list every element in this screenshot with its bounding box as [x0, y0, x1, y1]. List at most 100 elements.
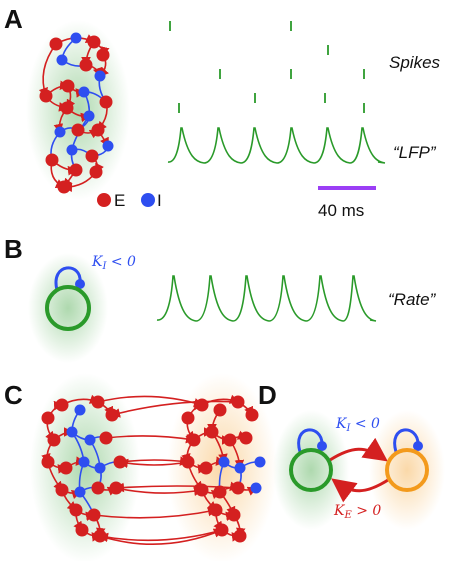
excitatory-neuron	[89, 165, 103, 179]
excitatory-neuron	[85, 149, 99, 163]
self-inhibition-loop-d-right	[393, 428, 420, 453]
inhibitory-neuron	[94, 462, 106, 474]
excitatory-neuron	[91, 123, 105, 137]
inhibitory-neuron	[250, 482, 262, 494]
excitatory-neuron	[199, 461, 213, 475]
excitatory-neuron	[231, 395, 245, 409]
excitatory-neuron	[45, 153, 59, 167]
inhibitory-neuron	[74, 404, 86, 416]
excitatory-neuron	[87, 508, 101, 522]
excitatory-neuron	[195, 483, 209, 497]
inhibitory-neuron	[66, 426, 78, 438]
legend-i-dot	[141, 193, 155, 207]
population-circle-d-right	[385, 448, 429, 492]
excitatory-neuron	[209, 503, 223, 517]
panel-b: B KI < 0 “Rate”	[4, 234, 437, 363]
excitatory-synapse	[115, 486, 204, 497]
inhibitory-terminal-b	[75, 279, 85, 289]
excitatory-neuron	[195, 398, 209, 412]
panel-a: A Spikes “LFP” 40 ms E I	[4, 4, 441, 220]
excitatory-neuron	[99, 95, 113, 109]
excitation-label-d: KE > 0	[333, 503, 381, 521]
excitatory-synapse	[93, 506, 218, 519]
excitatory-neuron	[55, 483, 69, 497]
excitatory-neuron	[55, 398, 69, 412]
spikes-label: Spikes	[389, 53, 441, 72]
excitatory-neuron	[109, 481, 123, 495]
inhibitory-neuron	[70, 32, 82, 44]
inhibitory-neuron	[56, 54, 68, 66]
panel-letter-b: B	[4, 234, 23, 264]
excitatory-neuron	[227, 508, 241, 522]
excitatory-neuron	[41, 455, 55, 469]
inhibitory-neuron	[54, 126, 66, 138]
inhibitory-neuron	[254, 456, 266, 468]
excitatory-synapse	[98, 529, 223, 543]
excitatory-neuron	[231, 481, 245, 495]
panel-letter-c: C	[4, 380, 23, 410]
inhibitory-neuron	[94, 70, 106, 82]
excitatory-neuron	[205, 425, 219, 439]
legend-e-dot	[97, 193, 111, 207]
scale-bar-label: 40 ms	[318, 201, 364, 220]
population-circle-b	[45, 285, 91, 331]
excitatory-neuron	[87, 35, 101, 49]
excitatory-synapse	[114, 482, 239, 493]
excitatory-neuron	[49, 37, 63, 51]
inhibitory-neuron	[66, 144, 78, 156]
self-coupling-label-b: KI < 0	[91, 254, 136, 272]
excitatory-neuron	[187, 433, 201, 447]
excitatory-neuron	[57, 180, 71, 194]
inhibitory-neuron	[234, 462, 246, 474]
excitatory-neuron	[93, 529, 107, 543]
inhibitory-neuron	[84, 434, 96, 446]
excitatory-synapse	[99, 528, 224, 545]
inhibition-label-d: KI < 0	[335, 416, 380, 434]
excitatory-neuron	[181, 411, 195, 425]
excitatory-neuron	[91, 481, 105, 495]
lfp-label: “LFP”	[393, 143, 437, 162]
legend-e-label: E	[114, 191, 125, 210]
panel-c: C	[4, 373, 277, 561]
legend-i-label: I	[157, 191, 162, 210]
excitatory-neuron	[223, 433, 237, 447]
excitatory-neuron	[47, 433, 61, 447]
lfp-trace	[167, 127, 386, 164]
inhibitory-terminal-d-right	[413, 441, 423, 451]
inhibitory-neuron	[102, 140, 114, 152]
excitatory-neuron	[39, 89, 53, 103]
excitatory-neuron	[213, 485, 227, 499]
excitatory-neuron	[59, 461, 73, 475]
inhibitory-neuron	[83, 110, 95, 122]
excitatory-synapse	[110, 400, 239, 418]
population-halo-d-right	[369, 410, 445, 530]
inhibitory-neuron	[78, 456, 90, 468]
spike-raster	[169, 21, 365, 113]
network-c	[41, 394, 266, 545]
excitatory-neuron	[75, 523, 89, 537]
excitatory-neuron	[69, 163, 83, 177]
excitatory-neuron	[99, 431, 113, 445]
excitatory-neuron	[41, 411, 55, 425]
excitatory-neuron	[91, 395, 105, 409]
self-inhibition-loop-d-left	[297, 428, 324, 453]
inhibitory-neuron	[78, 86, 90, 98]
excitatory-neuron	[61, 79, 75, 93]
excitatory-neuron	[96, 48, 110, 62]
self-inhibition-loop-b	[54, 266, 82, 291]
inhibitory-neuron	[74, 486, 86, 498]
excitatory-neuron	[69, 503, 83, 517]
network-a	[38, 32, 114, 194]
excitatory-neuron	[79, 58, 93, 72]
population-circle-d-left	[289, 448, 333, 492]
excitatory-neuron	[245, 408, 259, 422]
rate-label: “Rate”	[388, 290, 437, 309]
excitatory-arrow-right-to-left	[331, 478, 389, 503]
excitatory-neuron	[213, 403, 227, 417]
excitatory-neuron	[113, 455, 127, 469]
excitatory-neuron	[239, 431, 253, 445]
panel-letter-a: A	[4, 4, 23, 34]
excitatory-neuron	[215, 523, 229, 537]
excitatory-arrow-left-to-right	[329, 437, 388, 462]
